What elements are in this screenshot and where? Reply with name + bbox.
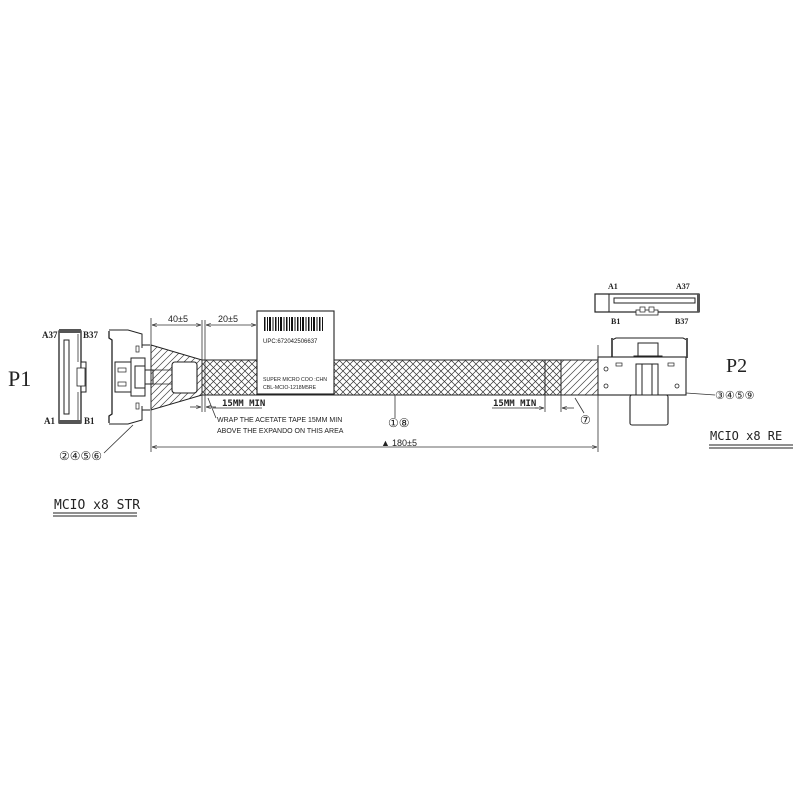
label-line2: CBL-MCIO-1218M5RE xyxy=(263,385,317,391)
wrap-note-line1: WRAP THE ACETATE TAPE 15MM MIN xyxy=(217,417,342,424)
dim-40: 40±5 xyxy=(168,314,188,324)
p1-label: P1 xyxy=(8,366,31,391)
p1-connector-face xyxy=(58,329,87,424)
tape-callout: ⑦ xyxy=(580,413,591,427)
p2-pin-b1: B1 xyxy=(611,317,620,326)
p2-pin-a37: A37 xyxy=(676,282,690,291)
p2-connector-face xyxy=(594,293,700,316)
p1-overmold xyxy=(150,344,203,411)
p1-connector-side xyxy=(108,329,154,425)
dim-20: 20±5 xyxy=(218,314,238,324)
p1-pin-b37: B37 xyxy=(83,330,99,340)
p2-connector-side xyxy=(597,337,688,426)
wrap-note-line2: ABOVE THE EXPANDO ON THIS AREA xyxy=(217,428,344,435)
p1-pin-b1: B1 xyxy=(84,416,95,426)
p2-label: P2 xyxy=(726,355,747,377)
upc-text: UPC:672042506637 xyxy=(263,339,318,345)
barcode-icon xyxy=(264,317,323,331)
p2-pin-b37: B37 xyxy=(675,317,688,326)
p2-pin-a1: A1 xyxy=(608,282,618,291)
dimension-lines xyxy=(103,311,716,454)
p1-callout: ②④⑤⑥ xyxy=(59,449,102,463)
p1-connector-type: MCIO x8 STR xyxy=(54,498,140,513)
label-line1: SUPER MICRO COO :CHN xyxy=(263,377,327,383)
p2-connector-type: MCIO x8 RE xyxy=(710,429,782,443)
label-tag: UPC:672042506637 SUPER MICRO COO :CHN CB… xyxy=(256,310,335,395)
overall-length: 180±5 xyxy=(392,438,417,448)
p2-callout: ③④⑤⑨ xyxy=(715,390,755,402)
tape-min-left: 15MM MIN xyxy=(222,399,265,409)
p1-pin-a37: A37 xyxy=(42,330,58,340)
tape-min-right: 15MM MIN xyxy=(493,399,536,409)
p1-pin-a1: A1 xyxy=(44,416,55,426)
overall-marker: ▲ xyxy=(381,438,390,448)
cable-callout: ①⑧ xyxy=(388,416,410,430)
